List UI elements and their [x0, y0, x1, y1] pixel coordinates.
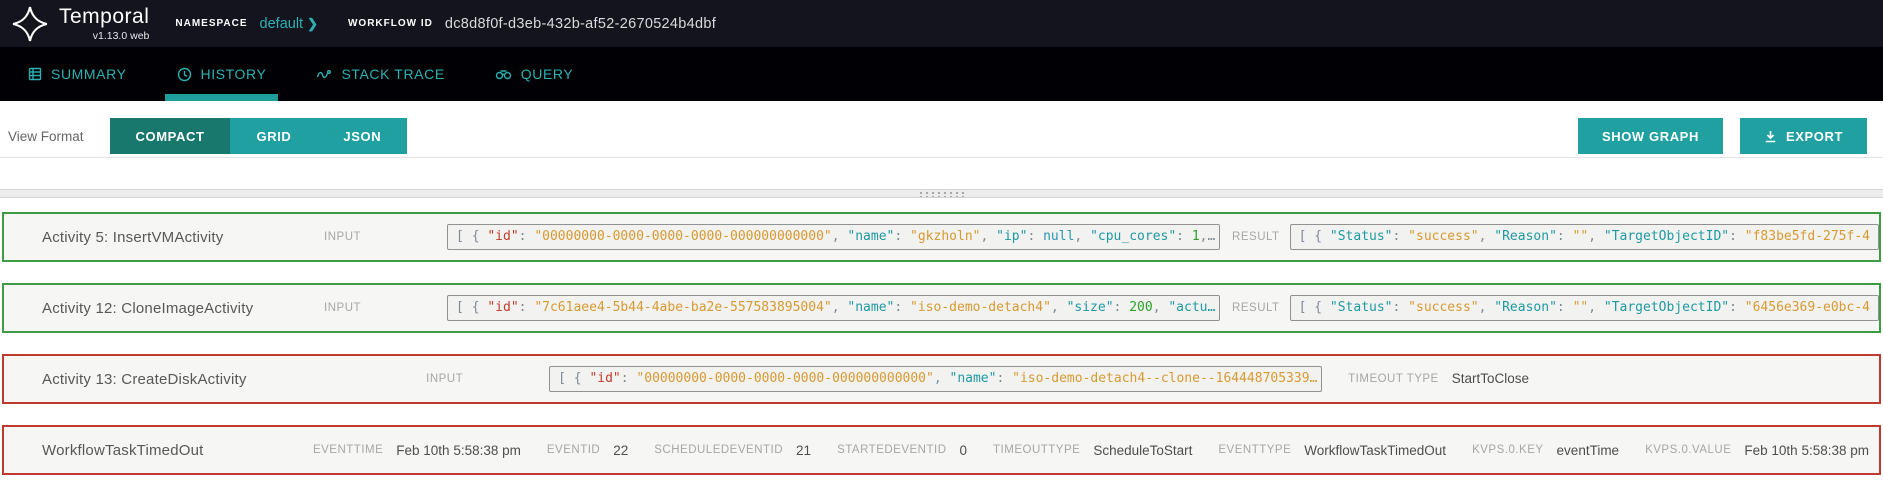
started-event-id-pair: STARTEDEVENTID 0 [837, 443, 967, 458]
result-label: RESULT [1232, 301, 1280, 314]
event-title: Activity 5: InsertVMActivity [42, 228, 224, 246]
export-label: EXPORT [1785, 128, 1843, 144]
result-label: RESULT [1232, 230, 1280, 243]
tab-stack-trace[interactable]: STACK TRACE [304, 47, 456, 101]
field-label: KVPS.0.VALUE [1645, 444, 1732, 456]
input-json-preview[interactable]: [ { "id": "00000000-0000-0000-0000-00000… [447, 223, 1221, 251]
tab-summary[interactable]: SUMMARY [16, 47, 139, 101]
export-button[interactable]: EXPORT [1739, 118, 1867, 154]
view-format-segmented-control: COMPACT GRID JSON [109, 118, 408, 154]
field-label: EVENTID [546, 444, 601, 456]
summary-icon [28, 67, 42, 81]
event-row-activity-13[interactable]: Activity 13: CreateDiskActivity INPUT [ … [2, 354, 1881, 404]
kvps-key-pair: KVPS.0.KEY eventTime [1472, 443, 1619, 458]
tab-history[interactable]: HISTORY [164, 47, 279, 101]
result-json-preview[interactable]: [ { "Status": "success", "Reason": "", "… [1289, 223, 1879, 251]
event-title: Activity 12: CloneImageActivity [42, 299, 254, 317]
stack-trace-icon [317, 70, 332, 79]
workflow-id-label: WORKFLOW ID [347, 18, 433, 29]
kvps-value-pair: KVPS.0.VALUE Feb 10th 5:58:38 pm [1645, 443, 1869, 458]
field-label: STARTEDEVENTID [837, 444, 947, 456]
field-value: WorkflowTaskTimedOut [1304, 442, 1447, 458]
format-grid-button[interactable]: GRID [230, 118, 318, 154]
field-label: SCHEDULEDEVENTID [654, 444, 784, 456]
timeout-type-label: TIMEOUT TYPE [1348, 372, 1439, 385]
format-compact-button[interactable]: COMPACT [109, 118, 231, 154]
event-fields: INPUT [ { "id": "00000000-0000-0000-0000… [324, 223, 1879, 251]
timeout-type-pair: TIMEOUT TYPE StartToClose [1348, 371, 1529, 386]
field-label: TIMEOUTTYPE [993, 444, 1081, 456]
scheduled-event-id-pair: SCHEDULEDEVENTID 21 [654, 443, 811, 458]
tab-label: SUMMARY [51, 66, 127, 82]
field-value: 21 [796, 442, 812, 458]
field-label: EVENTTIME [312, 444, 384, 456]
namespace-value[interactable]: default [259, 15, 304, 32]
pane-splitter[interactable] [0, 189, 1883, 198]
tab-label: HISTORY [200, 66, 267, 82]
splitter-drag-handle-icon[interactable] [917, 190, 966, 197]
input-json-preview[interactable]: [ { "id": "00000000-0000-0000-0000-00000… [549, 365, 1323, 393]
workflow-id-value: dc8d8f0f-d3eb-432b-af52-2670524b4dbf [444, 15, 717, 32]
event-type-pair: EVENTTYPE WorkflowTaskTimedOut [1218, 443, 1446, 458]
content-gap [0, 158, 1883, 189]
field-value: 22 [613, 442, 629, 458]
format-json-button[interactable]: JSON [317, 118, 408, 154]
show-graph-button[interactable]: SHOW GRAPH [1577, 118, 1723, 154]
input-label: INPUT [324, 230, 362, 243]
event-fields: INPUT [ { "id": "7c61aee4-5b44-4abe-ba2e… [324, 294, 1879, 322]
tab-label: STACK TRACE [341, 66, 445, 82]
chevron-right-icon[interactable]: ❯ [307, 15, 318, 31]
app-header: Temporal v1.13.0 web NAMESPACE default ❯… [0, 0, 1883, 47]
result-json-preview[interactable]: [ { "Status": "success", "Reason": "", "… [1289, 294, 1879, 322]
tab-query[interactable]: QUERY [483, 47, 586, 101]
input-label: INPUT [426, 372, 464, 385]
show-graph-label: SHOW GRAPH [1601, 128, 1699, 144]
field-value: Feb 10th 5:58:38 pm [1744, 442, 1869, 458]
event-title: Activity 13: CreateDiskActivity [42, 370, 247, 388]
brand-title: Temporal [59, 4, 150, 28]
tab-label: QUERY [520, 66, 574, 82]
event-row-activity-12[interactable]: Activity 12: CloneImageActivity INPUT [ … [2, 283, 1881, 333]
temporal-logo-icon [10, 4, 50, 44]
input-label: INPUT [324, 301, 362, 314]
timeout-type-pair: TIMEOUTTYPE ScheduleToStart [993, 443, 1192, 458]
field-value: 0 [959, 442, 968, 458]
event-title: WorkflowTaskTimedOut [42, 441, 204, 459]
nav-bar: SUMMARY HISTORY STACK TRACE QUERY [0, 47, 1883, 101]
field-label: KVPS.0.KEY [1472, 444, 1544, 456]
download-icon [1765, 130, 1776, 142]
view-toolbar: View Format COMPACT GRID JSON SHOW GRAPH… [0, 101, 1883, 158]
field-value: Feb 10th 5:58:38 pm [396, 442, 521, 458]
event-id-pair: EVENTID 22 [547, 443, 628, 458]
field-value: eventTime [1556, 442, 1620, 458]
input-json-preview[interactable]: [ { "id": "7c61aee4-5b44-4abe-ba2e-55758… [447, 294, 1221, 322]
event-fields: INPUT [ { "id": "00000000-0000-0000-0000… [426, 365, 1529, 393]
event-time-pair: EVENTTIME Feb 10th 5:58:38 pm [313, 443, 521, 458]
history-event-list: Activity 5: InsertVMActivity INPUT [ { "… [0, 198, 1883, 475]
namespace-label: NAMESPACE [175, 18, 248, 29]
timeout-type-value: StartToClose [1451, 371, 1529, 387]
event-row-activity-5[interactable]: Activity 5: InsertVMActivity INPUT [ { "… [2, 212, 1881, 262]
view-format-label: View Format [8, 128, 84, 144]
event-row-workflow-task-timed-out[interactable]: WorkflowTaskTimedOut EVENTTIME Feb 10th … [2, 425, 1881, 475]
history-icon [177, 67, 191, 81]
event-fields: EVENTTIME Feb 10th 5:58:38 pm EVENTID 22… [287, 443, 1869, 458]
query-icon [495, 70, 511, 80]
field-label: EVENTTYPE [1218, 444, 1292, 456]
field-value: ScheduleToStart [1093, 442, 1193, 458]
app-version: v1.13.0 web [92, 29, 150, 42]
